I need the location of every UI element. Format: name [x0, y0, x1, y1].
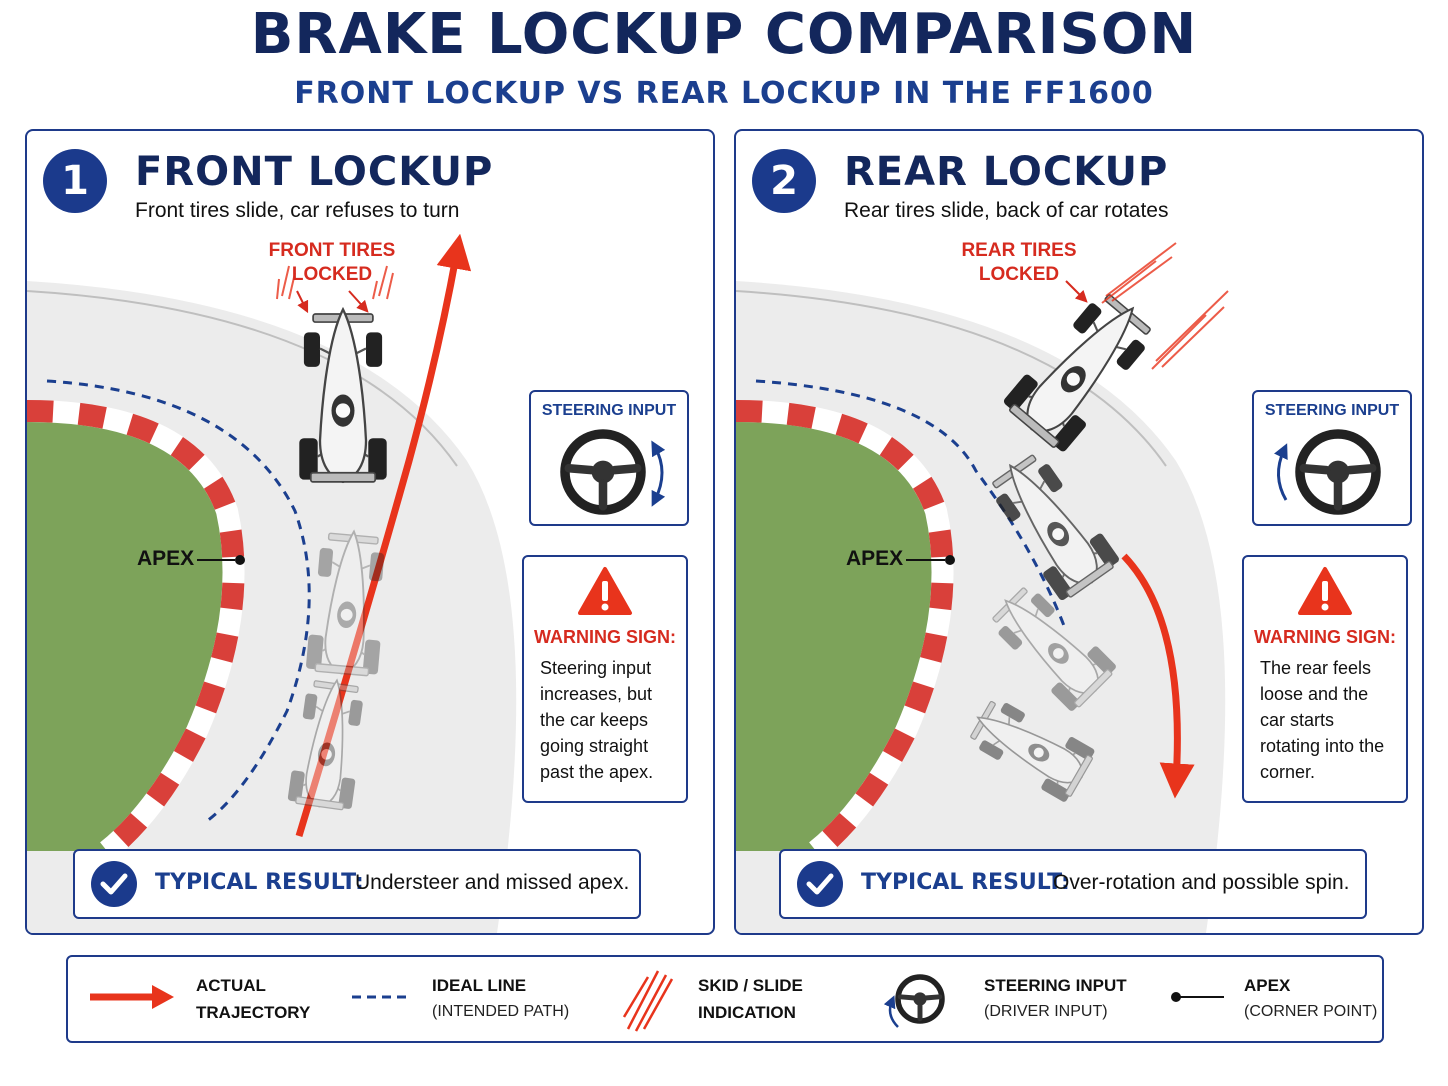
legend-ideal-label: IDEAL LINE — [432, 976, 527, 995]
lockup-callout-line-1: FRONT TIRES — [268, 240, 396, 261]
legend-actual-sub: TRAJECTORY — [196, 1003, 311, 1022]
typical-result-text: Over-rotation and possible spin. — [1053, 871, 1350, 894]
rear-lockup-scene — [736, 242, 1229, 933]
panel-number-badge: 1 — [43, 149, 107, 213]
typical-result-label: TYPICAL RESULT: — [861, 870, 1070, 895]
panel-subtitle: Front tires slide, car refuses to turn — [135, 199, 460, 222]
skid-marks-icon — [622, 970, 674, 1032]
panel-title: FRONT LOCKUP — [135, 149, 494, 195]
front-skid-marks — [276, 265, 394, 300]
front-lockup-scene — [27, 233, 517, 933]
steering-wheel-icon — [883, 977, 942, 1028]
warning-triangle-icon — [1298, 567, 1352, 615]
legend-apex-sub: (CORNER POINT) — [1244, 1003, 1378, 1020]
lockup-callout: REAR TIRES LOCKED — [954, 239, 1084, 287]
lockup-callout-line-1: REAR TIRES — [961, 240, 1077, 261]
panel-number-badge: 2 — [752, 149, 816, 213]
curb-stripes — [27, 400, 245, 860]
check-circle-icon — [797, 861, 843, 907]
typical-result-box: TYPICAL RESULT: Over-rotation and possib… — [779, 849, 1367, 919]
actual-trajectory-arrow — [1121, 553, 1195, 799]
apex-label: APEX — [846, 547, 904, 570]
legend-apex-label: APEX — [1244, 976, 1291, 995]
page-subtitle: FRONT LOCKUP VS REAR LOCKUP IN THE FF160… — [294, 76, 1154, 111]
typical-result-text: Understeer and missed apex. — [355, 871, 630, 894]
steering-rotation-arrow-icon — [651, 440, 666, 507]
panel-title: REAR LOCKUP — [844, 149, 1169, 195]
lockup-callout: FRONT TIRES LOCKED — [267, 239, 397, 287]
warning-title: WARNING SIGN: — [1254, 627, 1396, 647]
steering-input-box: STEERING INPUT — [529, 390, 689, 526]
check-circle-icon — [91, 861, 137, 907]
apex-marker-icon — [1171, 992, 1224, 1002]
typical-result-box: TYPICAL RESULT: Understeer and missed ap… — [73, 849, 641, 919]
legend-steering-sub: (DRIVER INPUT) — [984, 1003, 1108, 1020]
rear-lockup-panel: 2 REAR LOCKUP Rear tires slide, back of … — [734, 129, 1424, 935]
lockup-callout-line-2: LOCKED — [291, 264, 373, 285]
apex-marker — [235, 555, 245, 565]
warning-sign-box: WARNING SIGN: Steering input increases, … — [522, 555, 688, 803]
panel-subtitle: Rear tires slide, back of car rotates — [844, 199, 1169, 222]
steering-wheel-icon — [565, 434, 641, 510]
typical-result-label: TYPICAL RESULT: — [155, 870, 364, 895]
legend-ideal-sub: (INTENDED PATH) — [432, 1003, 570, 1020]
page-title: BRAKE LOCKUP COMPARISON — [250, 2, 1198, 67]
warning-sign-box: WARNING SIGN: The rear feels loose and t… — [1242, 555, 1408, 803]
legend-skid-label: SKID / SLIDE — [698, 976, 803, 995]
front-lockup-panel: 1 FRONT LOCKUP Front tires slide, car re… — [25, 129, 715, 935]
warning-title: WARNING SIGN: — [534, 627, 676, 647]
rear-skid-marks — [1101, 242, 1229, 370]
curb-stripes — [736, 400, 954, 860]
warning-triangle-icon — [578, 567, 632, 615]
steering-wheel-icon — [1300, 434, 1376, 510]
warning-text: The rear feels loose and the car starts … — [1260, 658, 1385, 782]
lockup-callout-line-2: LOCKED — [978, 264, 1060, 285]
steering-input-title: STEERING INPUT — [541, 402, 677, 419]
legend-actual-label: ACTUAL — [196, 976, 266, 995]
steering-input-title: STEERING INPUT — [1264, 402, 1400, 419]
steering-input-box: STEERING INPUT — [1252, 390, 1412, 526]
ideal-line — [755, 379, 1068, 632]
warning-text: Steering input increases, but the car ke… — [540, 658, 654, 782]
legend-skid-sub: INDICATION — [698, 1003, 796, 1022]
legend-steering-label: STEERING INPUT — [984, 976, 1127, 995]
steering-rotation-arrow-icon — [1274, 443, 1288, 501]
legend: ACTUAL TRAJECTORY IDEAL LINE (INTENDED P… — [66, 955, 1384, 1043]
apex-label: APEX — [137, 547, 195, 570]
red-arrow-icon — [90, 985, 174, 1009]
apex-marker — [945, 555, 955, 565]
